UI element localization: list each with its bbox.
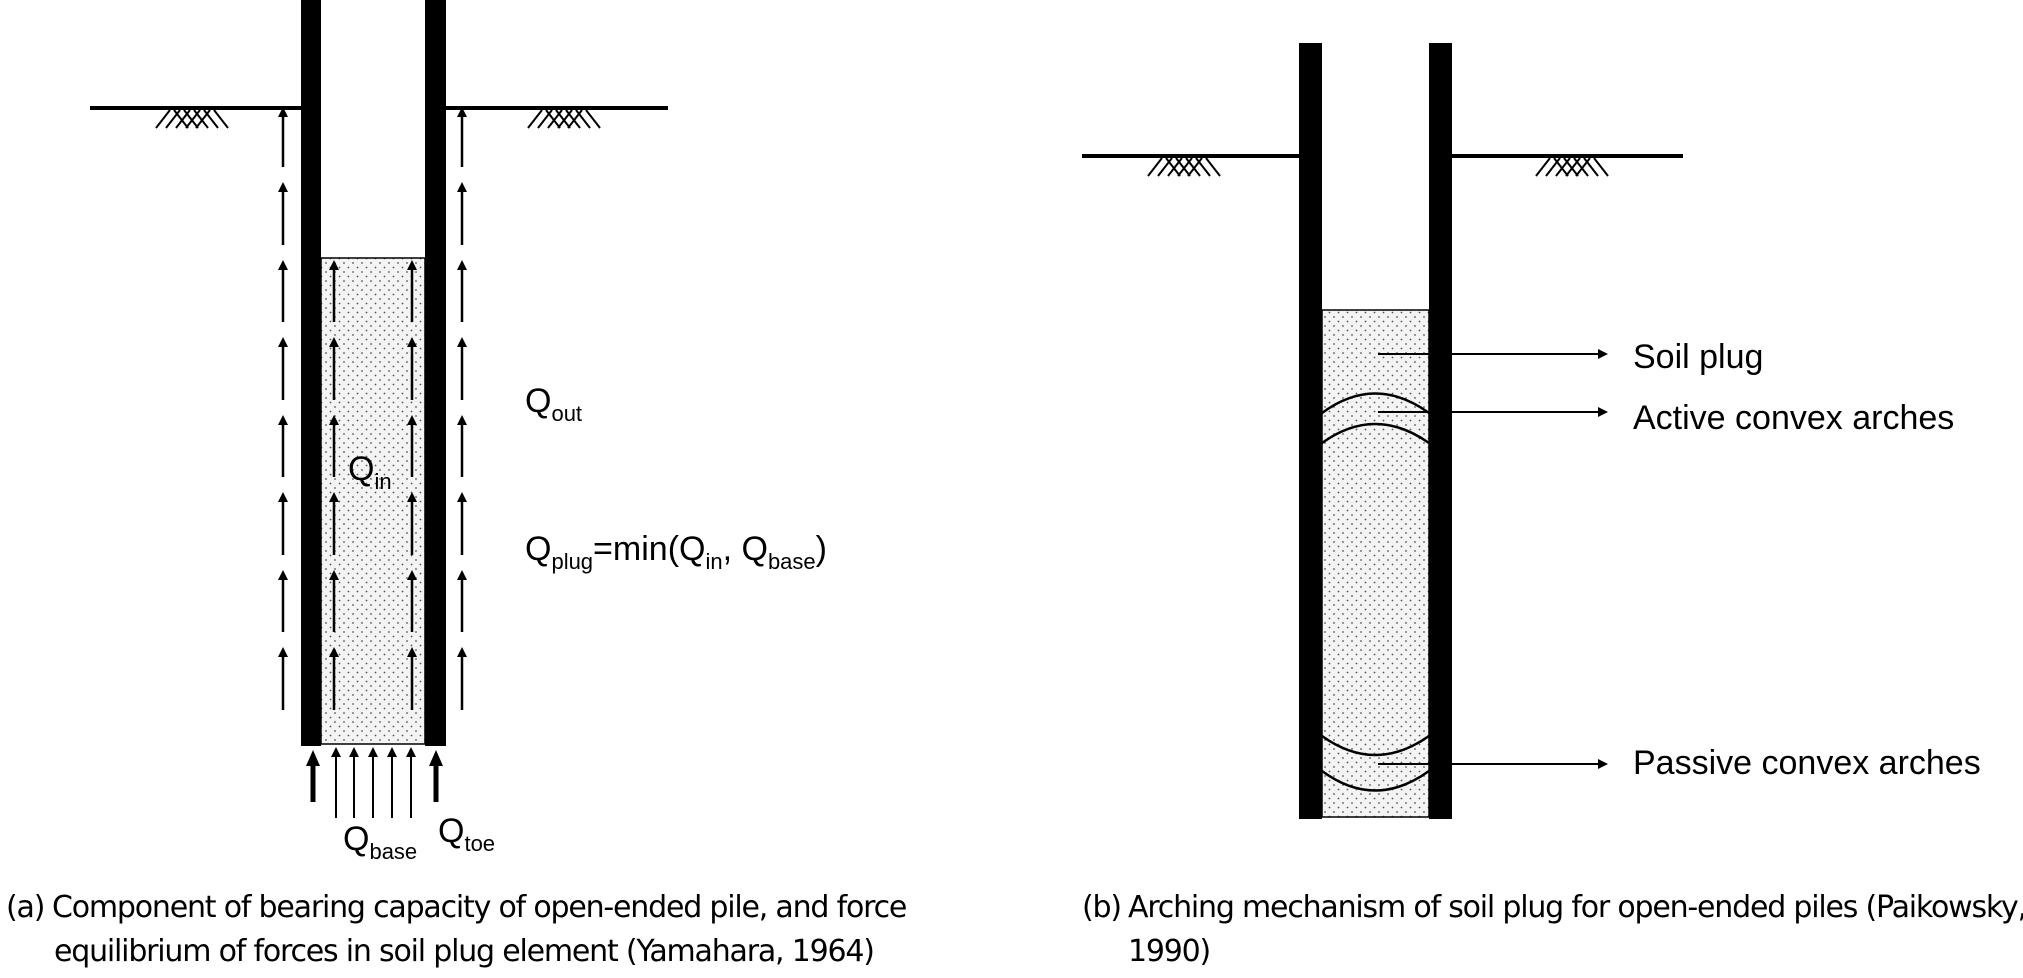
caption-a-line2: equilibrium of forces in soil plug eleme… [54,934,875,969]
soil-plug-a [320,257,426,745]
passive-arches-callout: Passive convex arches [1633,744,1981,782]
q-out-label: Qout [525,382,582,426]
q-base-label: Qbase [343,820,417,864]
toe-resistance-arrows [306,750,443,802]
pile-wall-right-b [1429,43,1452,819]
caption-a-line1: Component of bearing capacity of open-en… [52,890,907,925]
soil-plug-callout: Soil plug [1633,338,1763,376]
caption-a: (a) Component of bearing capacity of ope… [6,886,1042,974]
caption-b-line1: Arching mechanism of soil plug for open-… [1128,890,2023,925]
q-in-label: Qin [348,450,392,494]
active-arches-callout: Active convex arches [1633,399,1954,437]
q-toe-label: Qtoe [438,812,495,856]
caption-b: (b) Arching mechanism of soil plug for o… [1082,886,2023,974]
panel-a-diagram: Qout Qin Qplug=min(Qin, Qbase) Qbase Qto… [90,0,827,864]
pile-wall-right-a [425,0,446,746]
pile-wall-left-b [1299,43,1322,819]
soil-plug-b [1321,309,1430,818]
q-plug-equation: Qplug=min(Qin, Qbase) [525,530,827,574]
ground-hatch-b [1147,157,1609,177]
caption-b-label: (b) [1082,890,1122,925]
caption-b-line2: 1990) [1128,934,1211,969]
ground-hatch-a [155,109,601,129]
caption-a-label: (a) [6,890,45,925]
passive-convex-arches [1321,734,1430,792]
inner-friction-arrows [329,260,417,710]
panel-b-diagram: Soil plug Active convex arches Passive c… [1082,43,1981,819]
pile-wall-left-a [301,0,321,746]
callout-arrows [1378,349,1608,769]
active-convex-arches [1321,392,1430,445]
base-resistance-arrows [331,747,416,818]
